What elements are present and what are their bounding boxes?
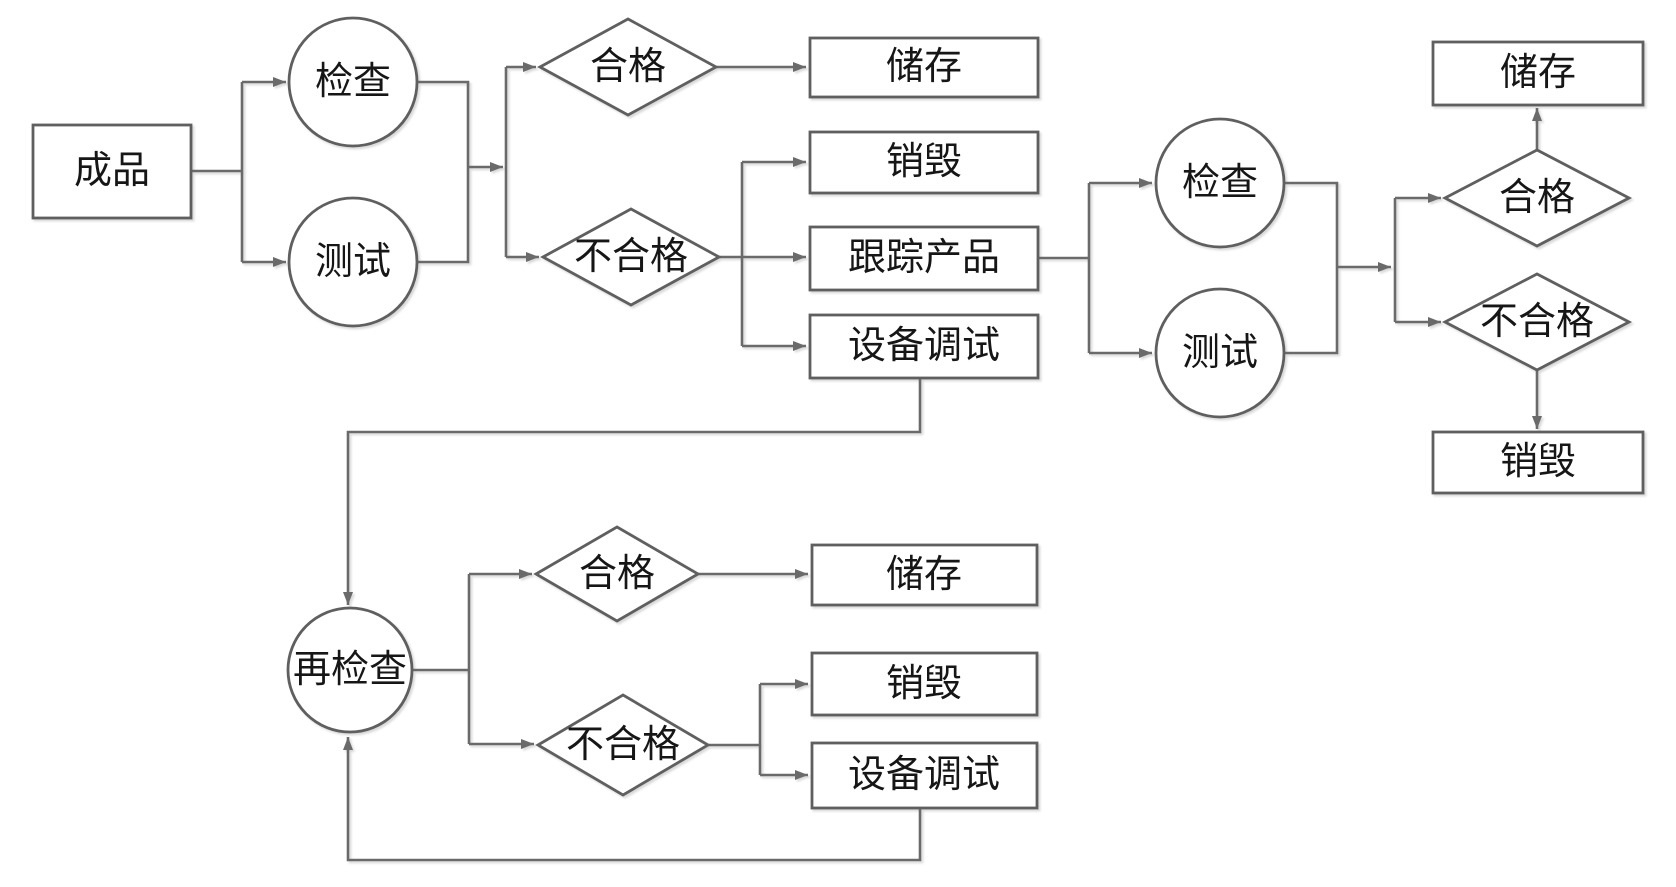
connector (1284, 181, 1339, 355)
node-recheck-shape (286, 606, 414, 734)
node-inspect1-label: 检查 (314, 61, 392, 103)
connector (708, 684, 762, 775)
connector (417, 80, 470, 264)
node-pass3-shape (533, 525, 701, 623)
node-store2-shape (1431, 40, 1645, 107)
node-debug2-shape (810, 741, 1039, 810)
node-store3-label: 储存 (885, 554, 963, 596)
node-test1-label: 测试 (314, 241, 392, 283)
node-debug1-label: 设备调试 (847, 325, 1001, 367)
node-track1-shape (808, 225, 1040, 292)
node-pass2-label: 合格 (1498, 177, 1576, 219)
node-fail2-shape (1441, 272, 1633, 372)
connector-arrow (343, 378, 922, 605)
node-inspect2-shape (1154, 117, 1286, 249)
node-test2-label: 测试 (1181, 332, 1259, 374)
node-debug2-label: 设备调试 (847, 754, 1001, 796)
node-pass2-shape (1441, 148, 1633, 248)
connector (412, 574, 471, 744)
connector-arrow (343, 737, 922, 862)
connector-lines (191, 62, 1542, 862)
connector (191, 82, 244, 262)
node-fail2-label: 不合格 (1479, 301, 1595, 343)
node-fail3-shape (535, 693, 711, 797)
node-destroy3-label: 销毁 (885, 663, 963, 705)
node-test1-shape (287, 196, 419, 328)
node-store1-label: 储存 (885, 46, 963, 88)
node-fail1-shape (540, 207, 722, 307)
node-pass1-label: 合格 (589, 46, 667, 88)
node-pass3-label: 合格 (578, 553, 656, 595)
node-store2-label: 储存 (1499, 52, 1577, 94)
node-shapes (31, 16, 1645, 810)
node-debug1-shape (808, 313, 1040, 380)
node-fail3-label: 不合格 (565, 724, 681, 766)
node-store3-shape (810, 543, 1039, 607)
node-start-label: 成品 (73, 150, 151, 192)
node-recheck-label: 再检查 (292, 649, 408, 691)
node-pass1-shape (537, 17, 719, 117)
node-destroy3-shape (810, 651, 1039, 717)
node-fail1-label: 不合格 (573, 236, 689, 278)
node-track1-label: 跟踪产品 (847, 237, 1001, 279)
node-test2-shape (1154, 287, 1286, 419)
node-destroy2-shape (1431, 430, 1645, 495)
node-destroy2-label: 销毁 (1499, 441, 1577, 483)
node-store1-shape (808, 36, 1040, 99)
node-inspect2-label: 检查 (1181, 162, 1259, 204)
node-inspect1-shape (287, 16, 419, 148)
connector (1038, 183, 1091, 353)
node-start-shape (31, 123, 193, 220)
node-destroy1-shape (808, 130, 1040, 195)
node-destroy1-label: 销毁 (885, 141, 963, 183)
